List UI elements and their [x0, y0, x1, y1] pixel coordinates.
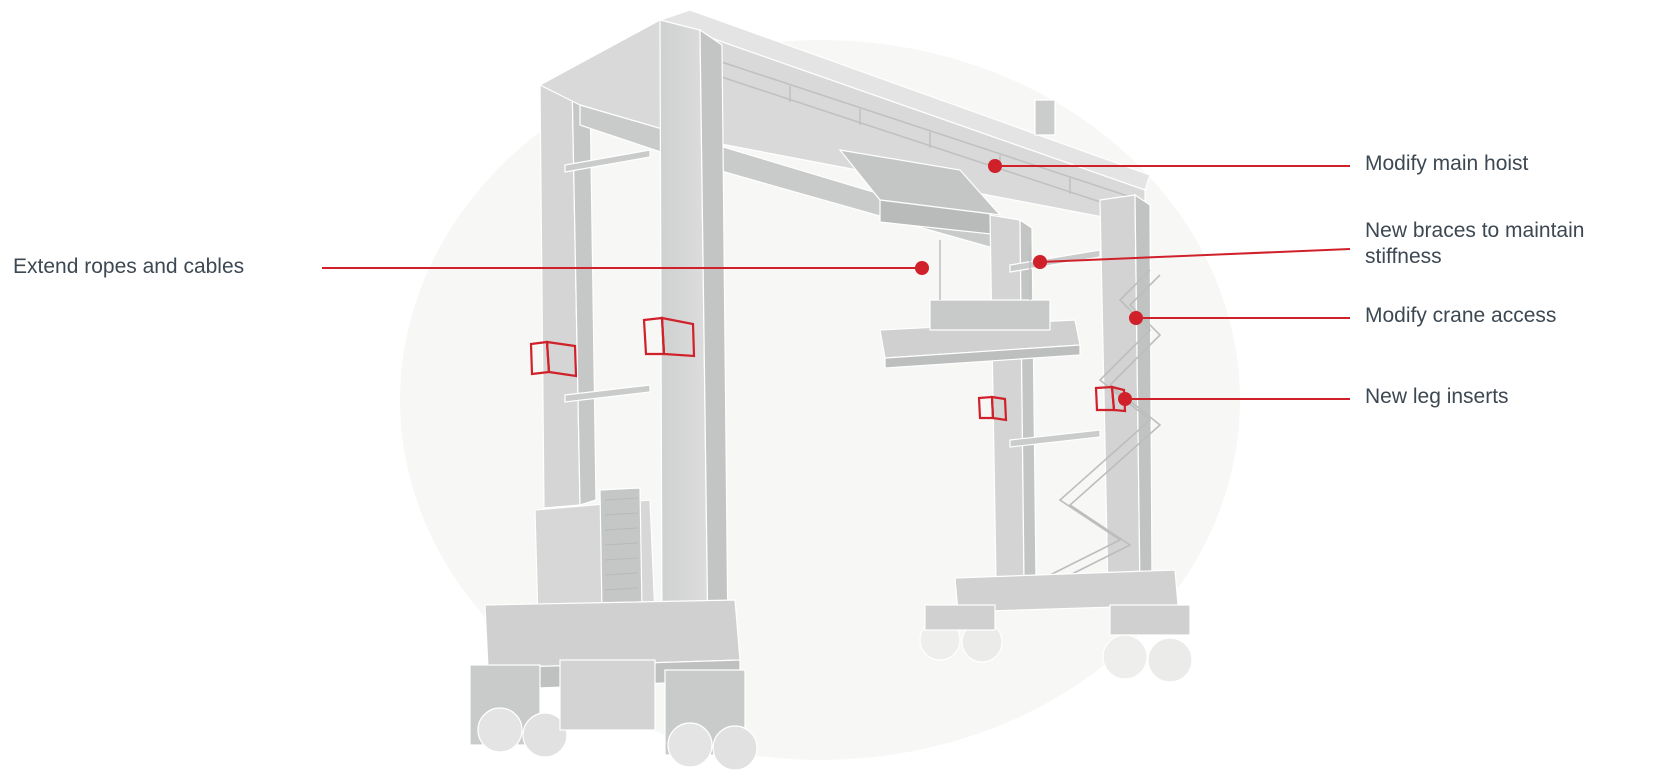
dot-main-hoist	[988, 159, 1002, 173]
label-ropes-cables: Extend ropes and cables	[13, 255, 245, 278]
label-crane-access: Modify crane access	[1365, 304, 1557, 327]
dot-crane-access	[1129, 311, 1143, 325]
leg-insert-marker-left	[529, 340, 578, 378]
front-left-leg	[659, 19, 729, 641]
label-braces-line2: stiffness	[1365, 245, 1442, 268]
girder-mast	[1034, 99, 1056, 136]
callout-dots	[915, 159, 1143, 406]
machinery-house	[534, 487, 656, 621]
label-main-hoist: Modify main hoist	[1365, 152, 1529, 175]
dot-ropes-cables	[915, 261, 929, 275]
rear-left-leg	[539, 78, 597, 509]
right-wheels	[919, 604, 1193, 683]
gantry-crane-illustration	[469, 9, 1193, 771]
leg-insert-markers	[529, 316, 1127, 422]
label-braces: New braces to maintain stiffness	[1365, 218, 1584, 270]
callout-leaders	[322, 165, 1351, 400]
top-walkway-railing	[669, 44, 1141, 216]
left-wheels	[469, 659, 758, 771]
dot-leg-inserts	[1118, 392, 1132, 406]
label-leg-inserts: New leg inserts	[1365, 385, 1509, 408]
leg-insert-marker-front	[642, 316, 696, 358]
trolley	[838, 149, 1002, 236]
left-cross-strut	[564, 149, 651, 403]
leg-insert-marker-front-right	[1094, 385, 1127, 413]
leg-insert-marker-rear-right	[977, 395, 1008, 422]
leader-braces	[1039, 248, 1351, 263]
spreader	[879, 240, 1081, 369]
dot-braces	[1033, 255, 1047, 269]
label-braces-line1: New braces to maintain	[1365, 219, 1585, 242]
